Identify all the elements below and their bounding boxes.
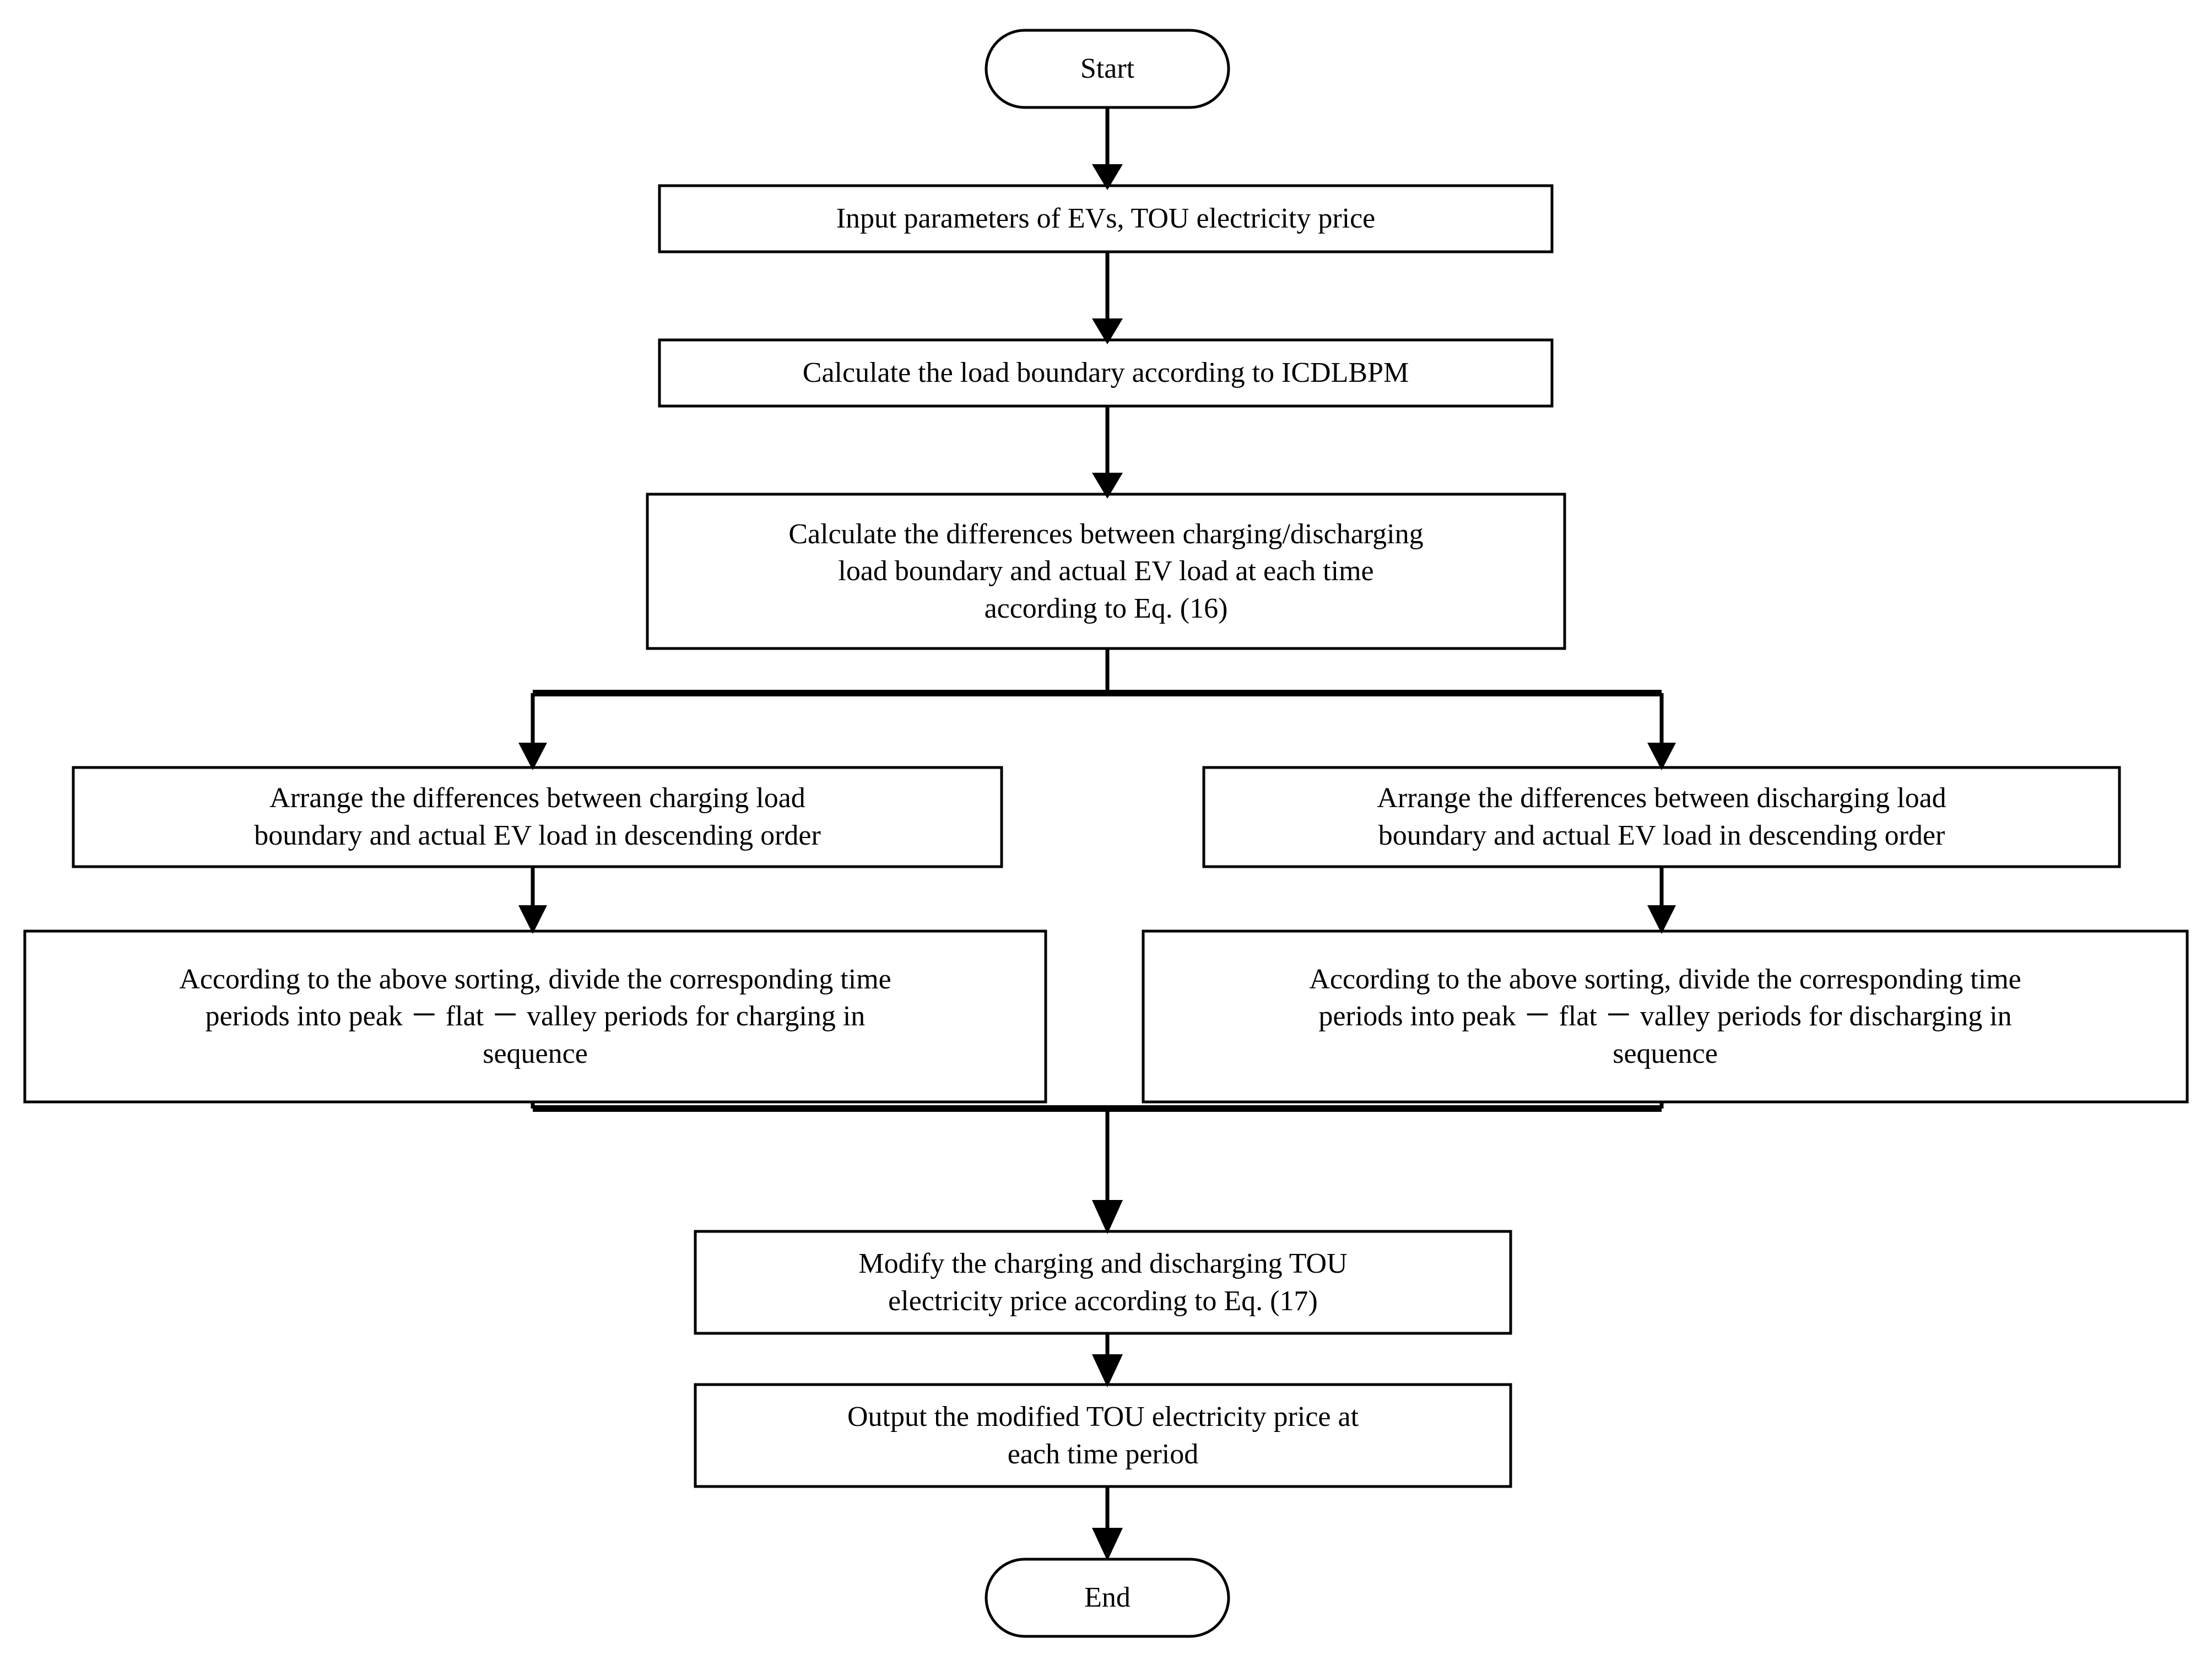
edge-modify-to-output xyxy=(1092,1333,1123,1387)
edge-arrange-discharging-to-divide-discharging xyxy=(1647,867,1676,934)
edge-start-to-input xyxy=(1092,107,1123,190)
node-shape-arrange-charging[interactable] xyxy=(72,766,1003,868)
node-shape-divide-charging[interactable] xyxy=(23,929,1047,1104)
node-shape-divide-discharging[interactable] xyxy=(1142,929,2189,1104)
edge-split-bus xyxy=(533,648,1662,696)
node-shape-calc-diff[interactable] xyxy=(646,493,1566,650)
edge-split-to-arrange-discharging xyxy=(1647,693,1676,770)
node-shape-input[interactable] xyxy=(658,184,1554,253)
edge-split-to-arrange-charging xyxy=(518,693,547,770)
edge-calc-bound-to-calc-diff xyxy=(1092,406,1123,499)
node-shape-calc-bound[interactable] xyxy=(658,338,1554,408)
node-shape-arrange-discharging[interactable] xyxy=(1202,766,2121,868)
node-shape-output[interactable] xyxy=(694,1383,1512,1488)
node-shape-start[interactable] xyxy=(985,29,1230,109)
node-shape-modify[interactable] xyxy=(694,1230,1512,1335)
edge-output-to-end xyxy=(1092,1486,1123,1561)
node-shape-end[interactable] xyxy=(985,1558,1230,1638)
edge-arrange-charging-to-divide-charging xyxy=(518,867,547,934)
edge-merge-bus xyxy=(531,1102,1664,1234)
edge-input-to-calc-bound xyxy=(1092,252,1123,344)
